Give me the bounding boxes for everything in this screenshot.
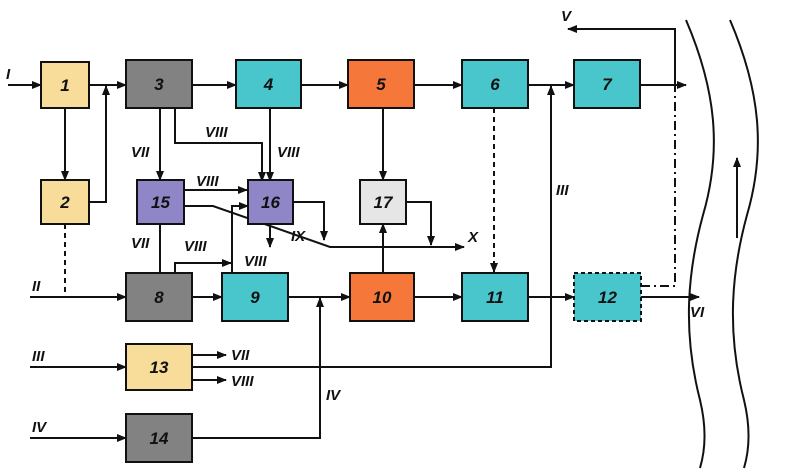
label-iv-vertical: IV: [326, 387, 342, 404]
block-3: 3: [125, 59, 193, 109]
block-14-box: [125, 413, 193, 463]
arrow-14-to-9-10: [192, 297, 324, 439]
arrow-13-to-6-7: [192, 85, 555, 368]
block-4-box: [235, 59, 302, 109]
block-11: 11: [461, 272, 529, 322]
river: [685, 19, 759, 469]
label-viii-8b: VIII: [244, 253, 267, 270]
block-3-box: [125, 59, 193, 109]
arrow-16-right-down: [293, 201, 328, 241]
block-15-box: [136, 179, 185, 225]
label-x: X: [467, 229, 479, 246]
label-iii-vertical: III: [556, 182, 569, 199]
block-12-box: [573, 272, 642, 322]
block-16-box: [247, 179, 294, 225]
dashdot-12-to-V: [641, 85, 676, 287]
block-7: 7: [573, 59, 641, 109]
block-14-label: 14: [150, 429, 169, 448]
block-16-label: 16: [261, 193, 280, 212]
arrow-2-feedback: [89, 85, 110, 203]
river-bank-right: [729, 19, 759, 469]
block-8-box: [125, 272, 193, 322]
label-out-V: V: [561, 8, 573, 25]
block-15: 15: [136, 179, 185, 225]
label-viii-15-16: VIII: [196, 173, 219, 190]
block-6-box: [461, 59, 529, 109]
arrow-15-to-X: [184, 205, 465, 251]
label-viii-4-16: VIII: [277, 144, 300, 161]
block-5-box: [347, 59, 415, 109]
river-bank-left: [685, 19, 715, 469]
label-viii-3-16: VIII: [205, 124, 228, 141]
block-14: 14: [125, 413, 193, 463]
label-out-13-vii: VII: [231, 347, 250, 364]
label-in-III: III: [32, 348, 45, 365]
block-8-label: 8: [154, 288, 164, 307]
label-ix: IX: [291, 228, 306, 245]
label-out-VI: VI: [690, 304, 705, 321]
block-12-label: 12: [598, 288, 617, 307]
labels: I II III IV V VI VII VIII VIII VIII IX X…: [6, 8, 705, 436]
block-1: 1: [40, 61, 90, 109]
arrow-17-right-down: [406, 201, 435, 246]
block-16: 16: [247, 179, 294, 225]
block-9-label: 9: [250, 288, 260, 307]
label-in-II: II: [32, 278, 41, 295]
block-15-label: 15: [151, 193, 170, 212]
block-13-label: 13: [150, 358, 169, 377]
connections: [8, 25, 700, 442]
arrow-3-to-16: [174, 108, 266, 182]
arrow-8-to-16: [231, 202, 249, 273]
label-viii-8a: VIII: [184, 238, 207, 255]
block-6-label: 6: [490, 75, 500, 94]
block-5: 5: [347, 59, 415, 109]
block-8: 8: [125, 272, 193, 322]
block-13-box: [125, 343, 193, 391]
block-1-label: 1: [60, 76, 69, 95]
block-2: 2: [40, 179, 90, 225]
block-5-label: 5: [376, 75, 386, 94]
block-9-box: [221, 272, 289, 322]
block-10: 10: [349, 272, 415, 322]
block-11-label: 11: [486, 288, 504, 307]
block-10-box: [349, 272, 415, 322]
block-1-box: [40, 61, 90, 109]
block-7-box: [573, 59, 641, 109]
block-2-box: [40, 179, 90, 225]
block-9: 9: [221, 272, 289, 322]
arrow-out-V: [567, 25, 676, 85]
label-out-13-viii: VIII: [231, 373, 254, 390]
block-10-label: 10: [373, 288, 392, 307]
block-17-box: [359, 179, 407, 225]
block-4: 4: [235, 59, 302, 109]
block-3-label: 3: [154, 75, 164, 94]
block-11-box: [461, 272, 529, 322]
block-2-label: 2: [59, 193, 70, 212]
block-17-label: 17: [374, 193, 394, 212]
block-6: 6: [461, 59, 529, 109]
block-12: 12: [573, 272, 642, 322]
block-13: 13: [125, 343, 193, 391]
label-in-I: I: [6, 66, 11, 83]
block-17: 17: [359, 179, 407, 225]
label-vii-15-8: VII: [131, 235, 150, 252]
label-in-IV: IV: [32, 419, 48, 436]
block-7-label: 7: [602, 75, 613, 94]
arrow-8-viii: [174, 259, 232, 273]
block-4-label: 4: [263, 75, 274, 94]
label-vii-3-15: VII: [131, 144, 150, 161]
